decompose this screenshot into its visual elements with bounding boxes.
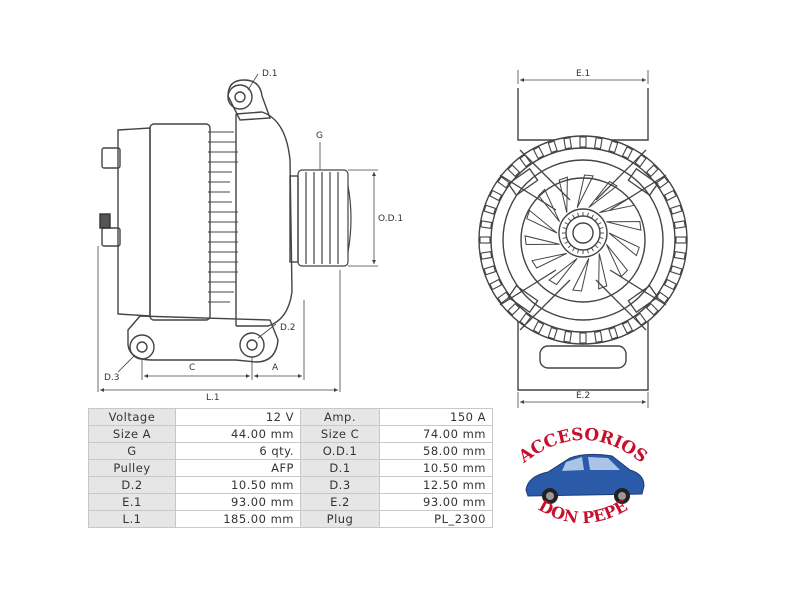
spec-value: 6 qty.	[175, 442, 301, 460]
label-d2: D.2	[280, 323, 296, 333]
car-icon	[525, 453, 645, 504]
side-dimensions	[97, 73, 378, 392]
spec-label: Voltage	[88, 408, 176, 426]
spec-value: 44.00 mm	[175, 425, 301, 443]
label-g: G	[316, 131, 323, 141]
front-dimensions	[517, 70, 649, 408]
spec-value: 58.00 mm	[379, 442, 493, 460]
spec-value: PL_2300	[379, 510, 493, 528]
spec-label: L.1	[88, 510, 176, 528]
spec-value: 10.50 mm	[379, 459, 493, 477]
spec-label: E.1	[88, 493, 176, 511]
spec-label: Size A	[88, 425, 176, 443]
spec-value: 93.00 mm	[175, 493, 301, 511]
spec-value: 185.00 mm	[175, 510, 301, 528]
spec-label: Size C	[300, 425, 380, 443]
pulley	[297, 169, 352, 267]
spec-value: 12.50 mm	[379, 476, 493, 494]
spec-value: 74.00 mm	[379, 425, 493, 443]
spec-value: AFP	[175, 459, 301, 477]
front-view	[478, 88, 688, 391]
spec-label: Amp.	[300, 408, 380, 426]
logo-bottom-text: DON PEPE	[535, 496, 630, 527]
stator-fins	[208, 131, 238, 303]
fan-blades	[524, 174, 642, 292]
spec-label: O.D.1	[300, 442, 380, 460]
spline-teeth	[562, 212, 604, 254]
spec-label: Plug	[300, 510, 380, 528]
label-e1: E.1	[576, 69, 590, 79]
spec-label: E.2	[300, 493, 380, 511]
label-e2: E.2	[576, 391, 590, 401]
accesorios-don-pepe-logo: ACCESORIOS DON PEPE	[514, 425, 651, 528]
label-d3: D.3	[104, 373, 120, 383]
spec-label: G	[88, 442, 176, 460]
spec-value: 10.50 mm	[175, 476, 301, 494]
spec-value: 12 V	[175, 408, 301, 426]
vent-slots	[479, 136, 687, 344]
label-c: C	[189, 363, 195, 373]
label-l1: L.1	[206, 393, 220, 403]
label-a: A	[272, 363, 279, 373]
spec-value: 93.00 mm	[379, 493, 493, 511]
spec-value: 150 A	[379, 408, 493, 426]
spec-label: Pulley	[88, 459, 176, 477]
label-d1: D.1	[262, 69, 278, 79]
spec-label: D.2	[88, 476, 176, 494]
spec-label: D.3	[300, 476, 380, 494]
side-view	[99, 79, 352, 363]
spec-label: D.1	[300, 459, 380, 477]
label-od1: O.D.1	[378, 214, 403, 224]
